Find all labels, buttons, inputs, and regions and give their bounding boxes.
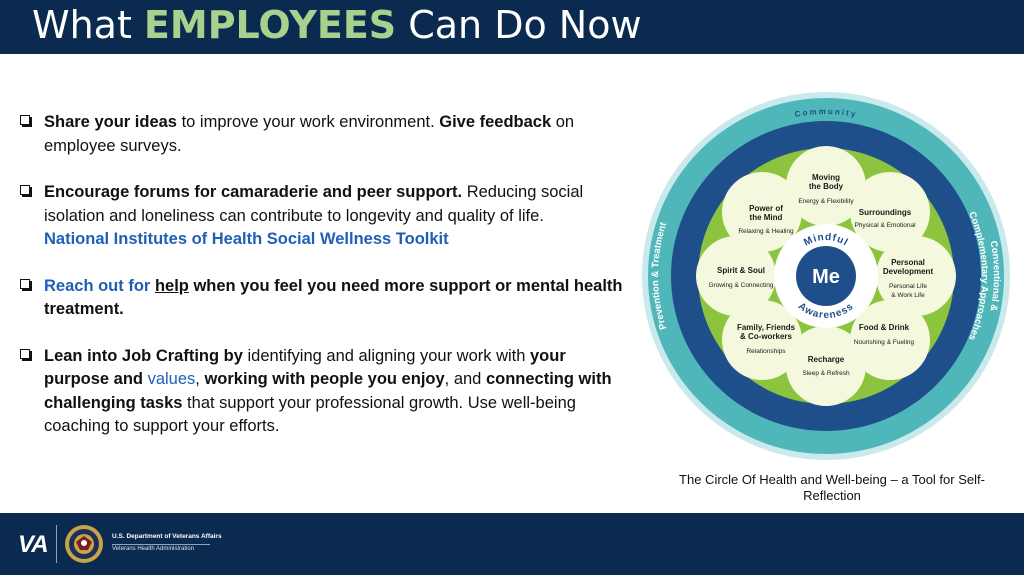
va-seal-icon <box>65 525 103 563</box>
footer-divider <box>56 525 57 563</box>
community-label: Community <box>794 107 858 119</box>
petal-title: the Mind <box>750 213 783 222</box>
petal-moving-the-body <box>786 146 866 226</box>
petal-title: the Body <box>809 182 844 191</box>
vha-name: Veterans Health Administration <box>112 546 195 552</box>
petal-subtitle: Nourishing & Fueling <box>854 339 915 346</box>
petal-power-of-the-mind <box>722 172 802 252</box>
petal-family-friends <box>722 300 802 380</box>
circle-of-health-diagram: Me Mindful Awareness Community Preventio… <box>642 92 1010 460</box>
bullet-share-ideas: Share your ideas to improve your work en… <box>20 111 630 158</box>
bullet-reach-out: Reach out for help when you feel you nee… <box>20 275 630 322</box>
bullet-text-bold: Lean into Job Crafting by <box>44 346 243 365</box>
checkbox-bullet-icon <box>20 348 30 359</box>
conventional-label: Conventional & <box>987 240 1002 312</box>
department-name: U.S. Department of Veterans Affairs <box>112 533 222 540</box>
help-link[interactable]: help <box>154 276 189 295</box>
me-center <box>796 246 856 306</box>
petal-spirit-and-soul <box>696 236 776 316</box>
petal-personal-development <box>876 236 956 316</box>
bullet-text: to improve your work environment. <box>176 113 440 131</box>
petal-title: Spirit & Soul <box>717 266 765 275</box>
petal-recharge <box>786 326 866 406</box>
petal-surroundings <box>850 172 930 252</box>
petals <box>696 146 956 406</box>
bullet-list: Share your ideas to improve your work en… <box>20 111 630 462</box>
petal-title: Recharge <box>808 355 845 364</box>
title-post: Can Do Now <box>396 3 642 47</box>
mindful-label: Mindful <box>802 232 850 249</box>
petal-subtitle: Relationships <box>746 348 786 355</box>
petal-title: Family, Friends <box>737 323 796 332</box>
petal-food-and-drink <box>850 300 930 380</box>
checkbox-bullet-icon <box>20 278 30 289</box>
bullet-text: Reducing social isolation and loneliness… <box>44 183 584 225</box>
bullet-text: , <box>195 370 205 388</box>
petal-title: Moving <box>812 173 840 182</box>
bullet-text-blue: Reach out for <box>44 276 155 295</box>
petal-title: Surroundings <box>859 208 912 217</box>
petal-subtitle: Personal Life <box>889 283 927 290</box>
slide-title: What EMPLOYEES Can Do Now <box>32 2 642 48</box>
bullet-encourage-forums: Encourage forums for camaraderie and pee… <box>20 181 630 252</box>
bullet-text-bold: connecting with challenging tasks <box>44 370 612 412</box>
footer-text-divider <box>112 544 210 545</box>
petal-labels: Moving the Body Energy & Flexibility Sur… <box>708 173 933 377</box>
petal-title: Development <box>883 267 934 276</box>
bullet-text-bold: when you feel you need more support or m… <box>44 276 623 319</box>
footer-bar: VA U.S. Department of Veterans Affairs V… <box>0 513 1024 575</box>
title-highlight: EMPLOYEES <box>143 3 397 47</box>
checkbox-bullet-icon <box>20 185 30 195</box>
values-text: values <box>147 370 196 388</box>
bullet-text: identifying and aligning your work with <box>242 346 530 365</box>
bullet-text: , and <box>444 370 486 388</box>
petal-subtitle: & Work Life <box>891 292 925 299</box>
bullet-text-bold: Encourage forums for camaraderie and pee… <box>44 183 463 201</box>
petal-title: Power of <box>749 204 783 213</box>
petal-subtitle: Relaxing & Healing <box>738 228 794 235</box>
social-wellness-toolkit-link[interactable]: National Institutes of Health Social Wel… <box>44 230 449 248</box>
bullet-text-bold: working with people you enjoy <box>204 370 445 388</box>
bullet-text-bold: your purpose and <box>44 346 566 389</box>
petal-subtitle: Growing & Connecting <box>708 282 773 289</box>
petal-title: Food & Drink <box>859 323 910 332</box>
bullet-job-crafting: Lean into Job Crafting by identifying an… <box>20 345 630 439</box>
title-bar: What EMPLOYEES Can Do Now <box>0 0 1024 54</box>
me-label: Me <box>812 266 840 288</box>
va-logo: VA <box>18 531 49 558</box>
petal-subtitle: Energy & Flexibility <box>798 198 854 205</box>
bullet-text: that support your professional growth. U… <box>44 393 576 436</box>
petal-subtitle: Sleep & Refresh <box>802 370 850 377</box>
checkbox-bullet-icon <box>20 115 30 125</box>
bullet-text-bold: Share your ideas <box>44 113 177 131</box>
title-pre: What <box>32 3 144 47</box>
bullet-text: on employee surveys. <box>44 113 575 155</box>
petal-title: & Co-workers <box>740 332 793 341</box>
bullet-text-bold: Give feedback <box>439 113 552 131</box>
petal-title: Personal <box>891 258 925 267</box>
diagram-caption: The Circle Of Health and Well-being – a … <box>679 472 985 503</box>
petal-subtitle: Physical & Emotional <box>854 222 916 229</box>
